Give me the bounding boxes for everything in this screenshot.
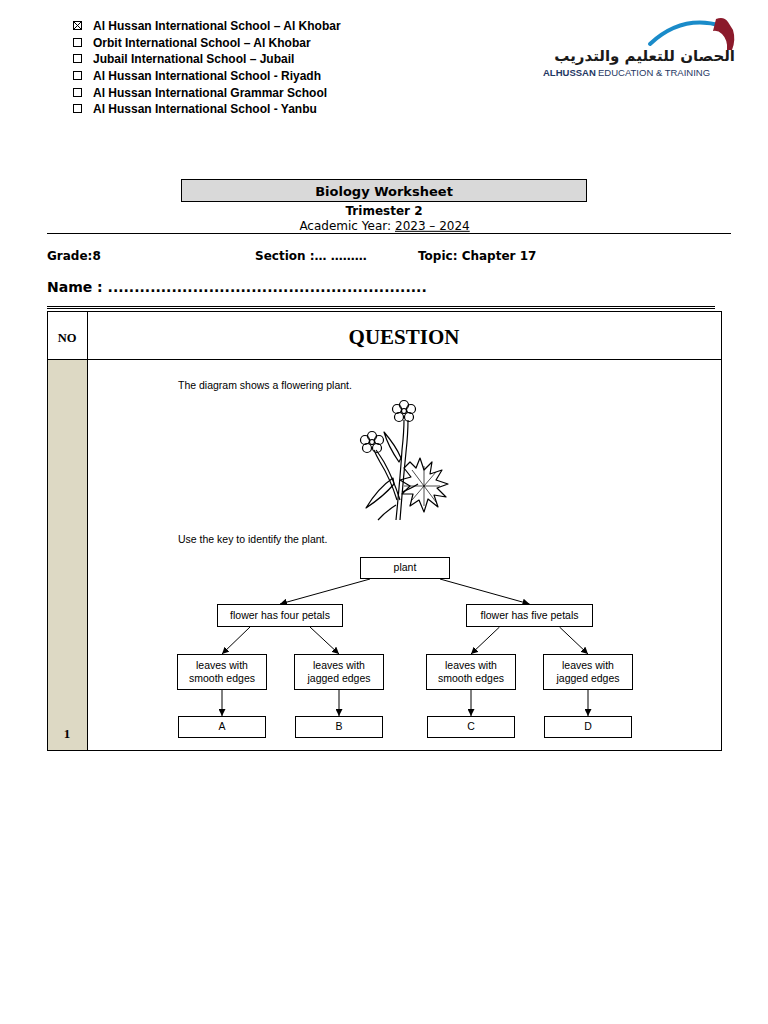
school-option: Al Hussan International Grammar School	[93, 85, 327, 99]
key-arrow	[222, 690, 223, 716]
key-question-box: leaves with jagged edges	[294, 654, 384, 690]
plant-flower	[393, 401, 416, 422]
node-text: leaves with jagged edges	[544, 657, 632, 687]
checkbox	[74, 72, 82, 80]
plant-flower	[361, 432, 384, 453]
question-table	[48, 312, 722, 751]
key-question-box: leaves with smooth edges	[177, 654, 267, 690]
leaf-veins	[404, 466, 440, 506]
key-arrow	[471, 627, 500, 654]
checkbox-mark	[74, 22, 82, 30]
node-text: plant	[390, 559, 421, 576]
node-text: leaves with smooth edges	[427, 657, 515, 687]
school-option: Jubail International School – Jubail	[93, 51, 294, 65]
plant-illustration	[361, 401, 449, 521]
node-text: leaves with jagged edges	[295, 657, 383, 687]
key-question-box: leaves with jagged edges	[543, 654, 633, 690]
school-option: Al Hussan International School - Riyadh	[93, 68, 321, 82]
logo-brand: ALHUSSAN	[543, 67, 596, 78]
worksheet-title: Biology Worksheet	[315, 183, 453, 198]
node-text: leaves with smooth edges	[178, 657, 266, 687]
key-arrow	[280, 579, 370, 604]
logo-mark	[650, 18, 734, 50]
node-text: B	[331, 718, 346, 735]
plant-stem	[396, 420, 404, 520]
key-arrow	[339, 690, 340, 716]
key-answer-box: B	[295, 716, 383, 738]
key-arrow	[588, 690, 589, 716]
question-text: Use the key to identify the plant.	[178, 532, 327, 545]
key-question-box: leaves with smooth edges	[426, 654, 516, 690]
table-rule	[47, 359, 722, 360]
key-arrow	[471, 690, 472, 716]
table-rule	[87, 311, 88, 751]
key-arrow	[222, 627, 250, 654]
plant-stem	[400, 420, 408, 520]
key-arrow	[440, 579, 530, 604]
leaf-stalk	[402, 484, 418, 492]
key-question-box: flower has five petals	[466, 604, 593, 627]
node-text: flower has five petals	[476, 607, 582, 624]
table-header: QUESTION	[349, 325, 460, 350]
logo-arc	[650, 23, 722, 44]
grade-field: Grade:8	[47, 248, 101, 262]
key-answer-box: D	[544, 716, 632, 738]
section-field: Section :… ………	[255, 248, 367, 262]
checkbox-mark	[74, 22, 82, 30]
year-label: Academic Year:	[299, 219, 391, 233]
key-answer-box: C	[427, 716, 515, 738]
key-arrow	[310, 627, 339, 654]
logo-subtitle: EDUCATION & TRAINING	[598, 67, 710, 78]
key-arrow	[560, 627, 589, 654]
question-number: 1	[64, 726, 71, 742]
checkbox	[74, 89, 82, 97]
logo-horse	[713, 18, 734, 50]
node-text: C	[463, 718, 479, 735]
term-label: Trimester 2	[345, 204, 422, 218]
plant-leaf	[366, 478, 394, 508]
node-text: D	[580, 718, 596, 735]
checkbox-group	[74, 22, 82, 113]
node-text: A	[214, 718, 229, 735]
logo-arabic: الحصان للتعليم والتدريب	[554, 47, 735, 65]
school-option: Al Hussan International School – Al Khob…	[93, 18, 341, 32]
checkbox	[74, 39, 82, 47]
title-box	[182, 180, 587, 202]
year-value: 2023 – 2024	[395, 219, 470, 233]
plant-leaf	[384, 432, 401, 462]
plant-leaf	[378, 505, 396, 520]
topic-field: Topic: Chapter 17	[418, 248, 536, 262]
table-header: NO	[58, 330, 77, 345]
key-answer-box: A	[178, 716, 266, 738]
checkbox	[74, 55, 82, 63]
rule-line	[47, 308, 715, 309]
rule-line	[47, 306, 715, 307]
question-text: The diagram shows a flowering plant.	[178, 378, 352, 391]
key-question-box: flower has four petals	[217, 604, 343, 627]
school-option: Al Hussan International School - Yanbu	[93, 101, 317, 115]
key-root-box: plant	[360, 557, 450, 579]
checkbox	[74, 22, 82, 30]
node-text: flower has four petals	[226, 607, 334, 624]
school-option: Orbit International School – Al Khobar	[93, 35, 311, 49]
checkbox	[74, 105, 82, 113]
jagged-leaf	[400, 458, 448, 512]
name-field: Name : .................................…	[47, 278, 427, 295]
rule-line	[47, 233, 731, 234]
number-column	[48, 360, 88, 751]
